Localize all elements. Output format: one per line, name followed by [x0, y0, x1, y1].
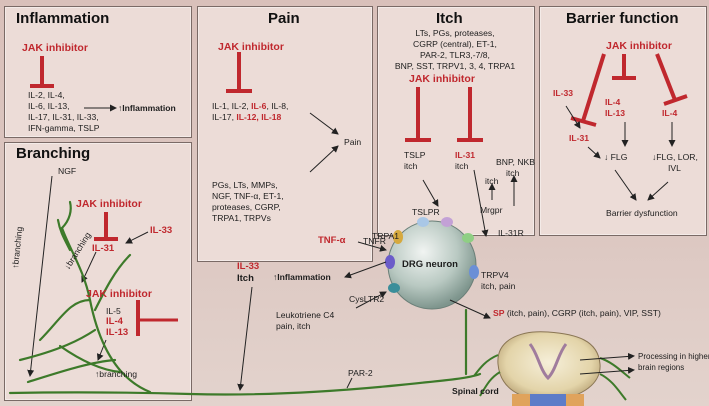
branching-panel	[4, 142, 192, 401]
branching-il31: IL-31	[92, 243, 115, 254]
center-itch: Itch	[237, 273, 254, 284]
branching-jak-inhibitor-1: JAK inhibitor	[76, 198, 142, 210]
pain-panel	[197, 6, 373, 262]
center-trpv4-2: itch, pain	[481, 281, 516, 291]
branching-il13: IL-13	[106, 327, 129, 338]
pain-cytokine-1a: IL-1, IL-2,	[212, 101, 252, 111]
barrier-title: Barrier function	[566, 10, 679, 27]
center-sp-rest: (itch, pain), CGRP (itch, pain), VIP, SS…	[504, 308, 661, 318]
pain-title: Pain	[268, 10, 300, 27]
center-par2: PAR-2	[348, 368, 373, 378]
center-leukotriene-2: pain, itch	[276, 321, 311, 331]
branching-ngf: NGF	[58, 166, 77, 176]
pain-cytokine-line-1: IL-1, IL-2, IL-6, IL-8,	[212, 101, 288, 112]
pain-result: Pain	[344, 137, 362, 147]
barrier-il13: IL-13	[605, 108, 626, 118]
itch-mediator-line-4: BNP, SST, TRPV1, 3, 4, TRPA1	[394, 61, 516, 71]
itch-bnp: BNP, NKB	[496, 157, 536, 167]
itch-mediator-line-2: CGRP (central), ET-1,	[413, 39, 497, 49]
inflammation-cytokine-line-2: IL-6, IL-13,	[28, 101, 70, 111]
branching-up-2: ↑branching	[95, 369, 138, 379]
itch-tslp-itch: itch	[404, 161, 418, 171]
center-mrgpr: Mrgpr	[480, 205, 503, 215]
inflammation-panel	[4, 6, 192, 138]
pain-mediator-line-2: NGF, TNF-α, ET-1,	[212, 191, 284, 201]
barrier-il33: IL-33	[553, 88, 574, 98]
branching-title: Branching	[16, 145, 91, 162]
barrier-il4-a: IL-4	[605, 97, 621, 107]
itch-il31-itch: itch	[455, 161, 469, 171]
center-trpa1: TRPA1	[372, 231, 400, 241]
barrier-jak-inhibitor: JAK inhibitor	[606, 40, 672, 52]
itch-mrgpr-itch: itch	[485, 176, 499, 186]
pain-mediator-line-4: TRPA1, TRPVs	[212, 213, 271, 223]
center-tnf: TNF-α	[318, 235, 346, 246]
pain-cytokine-2-red: IL-12, IL-18	[236, 112, 282, 122]
center-cysltr2: CysLTR2	[349, 294, 385, 304]
center-tslpr: TSLPR	[412, 207, 440, 217]
branching-il5: IL-5	[106, 306, 121, 316]
barrier-flg: ↓ FLG	[604, 152, 628, 162]
center-il33: IL-33	[237, 261, 260, 272]
pain-cytokine-1b: , IL-8,	[266, 101, 289, 111]
itch-bnp-itch: itch	[506, 168, 520, 178]
inflammation-cytokine-line-1: IL-2, IL-4,	[28, 90, 65, 100]
inflammation-cytokine-line-4: IFN-gamma, TSLP	[28, 123, 100, 133]
center-processing: Processing in higher	[638, 352, 709, 361]
barrier-flg-lor: ↓FLG, LOR,	[652, 152, 698, 162]
center-leukotriene: Leukotriene C4	[276, 310, 335, 320]
inflammation-title: Inflammation	[16, 10, 110, 27]
itch-title: Itch	[436, 10, 463, 27]
branching-jak-inhibitor-2: JAK inhibitor	[86, 288, 152, 300]
center-il31r: IL-31R	[498, 228, 524, 238]
center-trpv4: TRPV4	[481, 270, 509, 280]
center-sp-line: SP (itch, pain), CGRP (itch, pain), VIP,…	[493, 308, 661, 319]
pain-cytokine-1-red: IL-6	[251, 101, 267, 111]
itch-il31: IL-31	[455, 150, 476, 160]
barrier-panel	[539, 6, 707, 236]
itch-panel	[377, 6, 535, 236]
center-spinal-cord: Spinal cord	[452, 386, 499, 396]
itch-mediator-line-1: LTs, PGs, proteases,	[415, 28, 495, 38]
barrier-il31: IL-31	[569, 133, 590, 143]
branching-il33: IL-33	[150, 225, 173, 236]
pain-jak-inhibitor: JAK inhibitor	[218, 41, 284, 53]
center-sp: SP	[493, 308, 505, 318]
itch-mediator-line-3: PAR-2, TLR3,-7/8,	[420, 50, 490, 60]
pain-cytokine-line-2: IL-17, IL-12, IL-18	[212, 112, 281, 123]
inflammation-result: ↑Inflammation	[118, 103, 176, 113]
inflammation-cytokine-line-3: IL-17, IL-31, IL-33,	[28, 112, 99, 122]
itch-tslp: TSLP	[404, 150, 426, 160]
center-drg-label: DRG neuron	[402, 259, 458, 270]
barrier-ivl: IVL	[668, 163, 681, 173]
branching-il4: IL-4	[106, 316, 123, 327]
barrier-il4-b: IL-4	[662, 108, 678, 118]
pain-mediator-line-3: proteases, CGRP,	[212, 202, 281, 212]
pain-cytokine-2a: IL-17,	[212, 112, 237, 122]
center-inflammation: ↑Inflammation	[273, 272, 331, 282]
center-tnfr: TNFR	[363, 236, 386, 246]
center-processing-2: brain regions	[638, 363, 685, 372]
itch-jak-inhibitor: JAK inhibitor	[409, 73, 475, 85]
barrier-result: Barrier dysfunction	[606, 208, 678, 218]
pain-mediator-line-1: PGs, LTs, MMPs,	[212, 180, 278, 190]
inflammation-jak-inhibitor: JAK inhibitor	[22, 42, 88, 54]
